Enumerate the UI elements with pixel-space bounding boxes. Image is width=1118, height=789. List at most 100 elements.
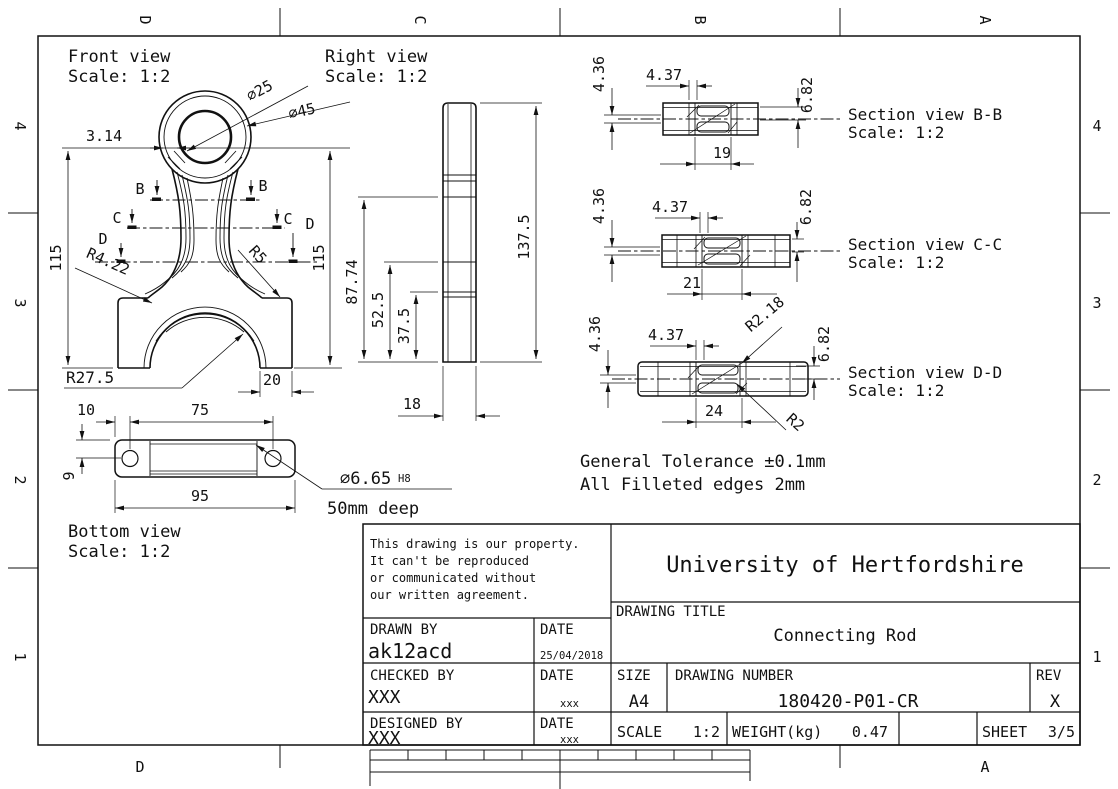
rod-body-right bbox=[215, 150, 293, 369]
cut-line-b: B B bbox=[135, 177, 268, 201]
section-d-title: Section view D-D bbox=[848, 363, 1002, 382]
designed-by-label: DESIGNED BY bbox=[370, 716, 463, 732]
right-dimensions: 137.5 87.74 52.5 37.5 18 bbox=[343, 102, 542, 421]
drawn-date-label: DATE bbox=[540, 622, 574, 638]
dim-wall: 3.14 bbox=[86, 127, 122, 145]
dim-half-d: 6.82 bbox=[815, 326, 833, 362]
dim-web-b: 4.36 bbox=[590, 56, 608, 92]
dim-95: 95 bbox=[191, 487, 209, 505]
dim-375: 37.5 bbox=[395, 308, 413, 344]
zone-number-right-2: 2 bbox=[1092, 471, 1101, 489]
note-tolerance: General Tolerance ±0.1mm bbox=[580, 452, 826, 472]
bolt-hole-left bbox=[121, 449, 139, 468]
dim-total-height: 137.5 bbox=[515, 214, 533, 259]
bottom-view-body bbox=[114, 439, 296, 478]
cut-label-c-left: C bbox=[112, 209, 121, 227]
section-d-scale: Scale: 1:2 bbox=[848, 381, 944, 400]
front-dimensions: 3.14 115 115 ⌀25 ⌀45 R4.22 R5 R27.5 bbox=[47, 76, 351, 397]
dim-half-b: 6.82 bbox=[798, 77, 816, 113]
section-c-scale: Scale: 1:2 bbox=[848, 253, 944, 272]
sheet-label: SHEET bbox=[982, 723, 1027, 741]
front-view-title: Front view bbox=[68, 47, 171, 67]
drawing-title: Connecting Rod bbox=[773, 626, 916, 646]
dim-9: 9 bbox=[60, 471, 78, 480]
dim-dia-large: ⌀45 bbox=[287, 99, 317, 123]
section-c-dimensions: 4.36 4.37 6.82 21 bbox=[590, 188, 815, 300]
size-label: SIZE bbox=[617, 668, 651, 684]
bolt-hole-right bbox=[264, 449, 282, 468]
designed-by-value: XXX bbox=[368, 728, 401, 749]
cut-label-b-left: B bbox=[135, 180, 144, 198]
right-view: Right view Scale: 1:2 137.5 87.74 52.5 bbox=[325, 47, 542, 421]
zone-letter-top-c: C bbox=[411, 15, 429, 24]
rev-label: REV bbox=[1036, 668, 1062, 684]
dim-half-c: 6.82 bbox=[797, 189, 815, 225]
sheet-value: 3/5 bbox=[1048, 723, 1075, 741]
zone-letter-top-a: A bbox=[976, 15, 994, 24]
dim-width-b: 19 bbox=[713, 144, 731, 162]
dim-525: 52.5 bbox=[369, 292, 387, 328]
bottom-dimensions: 10 75 95 9 ⌀6.65 H8 50mm deep bbox=[60, 401, 452, 519]
boss-hole-circle bbox=[177, 109, 233, 165]
checked-by-label: CHECKED BY bbox=[370, 668, 455, 684]
property-note: This drawing is our property. It can't b… bbox=[370, 537, 580, 602]
front-view: Front view Scale: 1:2 bbox=[47, 47, 351, 397]
zone-number-left-2: 2 bbox=[11, 475, 29, 484]
dim-height-left: 115 bbox=[47, 244, 65, 271]
bottom-view-title: Bottom view bbox=[68, 522, 181, 542]
dim-fillet-a-d: R2.18 bbox=[742, 293, 788, 336]
note-fillets: All Filleted edges 2mm bbox=[580, 475, 805, 495]
section-d-dimensions: 4.36 4.37 R2.18 6.82 24 R2 bbox=[586, 293, 833, 435]
section-b-title: Section view B-B bbox=[848, 105, 1002, 124]
drawn-by-value: ak12acd bbox=[368, 639, 452, 663]
dim-foot-width: 20 bbox=[263, 371, 281, 389]
company-name: University of Hertfordshire bbox=[666, 553, 1024, 578]
dim-arch-radius: R27.5 bbox=[66, 368, 114, 387]
dim-height-right: 115 bbox=[310, 244, 328, 271]
zone-number-left-4: 4 bbox=[11, 121, 29, 130]
property-note-line2: It can't be reproduced bbox=[370, 554, 529, 568]
dim-10: 10 bbox=[77, 401, 95, 419]
cut-label-b-right: B bbox=[258, 177, 267, 195]
dim-fillet-small: R4.22 bbox=[84, 244, 133, 279]
drawn-date-value: 25/04/2018 bbox=[540, 650, 603, 662]
dim-flange-c: 4.37 bbox=[652, 198, 688, 216]
dim-hole-fit: H8 bbox=[398, 473, 411, 485]
drawn-by-label: DRAWN BY bbox=[370, 622, 438, 638]
front-view-scale: Scale: 1:2 bbox=[68, 67, 170, 87]
section-c-title: Section view C-C bbox=[848, 235, 1002, 254]
property-note-line3: or communicated without bbox=[370, 571, 536, 585]
section-b-dimensions: 4.36 4.37 6.82 19 bbox=[590, 56, 816, 170]
cut-line-d: D D bbox=[95, 215, 318, 263]
designed-date-value: xxx bbox=[560, 734, 579, 746]
dim-web-c: 4.36 bbox=[590, 188, 608, 224]
rod-body-left bbox=[117, 150, 195, 369]
weight-value: 0.47 bbox=[852, 723, 888, 741]
dim-thickness: 18 bbox=[403, 395, 421, 413]
zone-number-left-1: 1 bbox=[11, 652, 29, 661]
dim-75: 75 bbox=[191, 401, 209, 419]
zone-letter-top-d: D bbox=[136, 15, 154, 24]
dim-flange-b: 4.37 bbox=[646, 66, 682, 84]
zone-letter-bottom-a: A bbox=[980, 758, 989, 776]
scale-label: SCALE bbox=[617, 723, 662, 741]
big-end-arch bbox=[149, 312, 261, 369]
cut-label-d-left: D bbox=[98, 230, 107, 248]
dim-fillet-side: R5 bbox=[245, 242, 270, 267]
boss-outer-circle bbox=[158, 90, 252, 184]
bottom-view: 10 75 95 9 ⌀6.65 H8 50mm deep Bottom vie… bbox=[60, 401, 452, 562]
drawing-title-label: DRAWING TITLE bbox=[616, 604, 726, 620]
section-view-d: 4.36 4.37 R2.18 6.82 24 R2 Section view … bbox=[586, 293, 1002, 435]
weight-label: WEIGHT(kg) bbox=[732, 723, 822, 741]
section-view-b: 4.36 4.37 6.82 19 Section view B-B Scale… bbox=[590, 56, 1002, 170]
drawing-number-label: DRAWING NUMBER bbox=[675, 668, 794, 684]
right-view-title: Right view bbox=[325, 47, 428, 67]
dim-fillet-b-d: R2 bbox=[783, 410, 808, 435]
property-note-line4: our written agreement. bbox=[370, 588, 529, 602]
zone-number-left-3: 3 bbox=[11, 298, 29, 307]
title-block: This drawing is our property. It can't b… bbox=[362, 523, 1081, 749]
section-b-scale: Scale: 1:2 bbox=[848, 123, 944, 142]
reference-scale-bar bbox=[369, 749, 751, 789]
